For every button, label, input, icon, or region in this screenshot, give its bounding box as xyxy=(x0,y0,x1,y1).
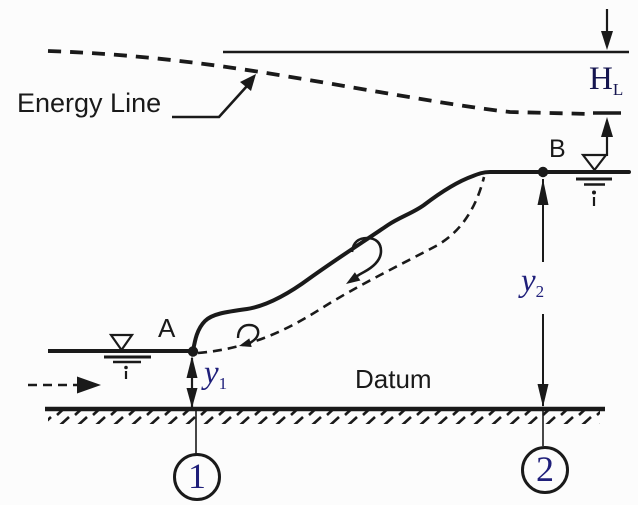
dimension-arrow-y1 xyxy=(186,356,198,408)
head-loss-arrow-bottom xyxy=(601,117,613,156)
point-a-label: A xyxy=(158,313,176,343)
head-loss-arrow-top xyxy=(601,9,613,50)
depth-y2-base: y xyxy=(521,263,536,299)
energy-line-pointer-arrow xyxy=(172,74,256,119)
roller-arrow-small xyxy=(236,323,260,347)
jump-surface-profile xyxy=(191,170,631,353)
depth-y1-label: y1 xyxy=(204,355,228,393)
water-surface-marker-downstream xyxy=(576,153,612,206)
depth-y2-subscript: 2 xyxy=(535,282,545,301)
head-loss-base: H xyxy=(589,61,613,97)
dimension-arrow-y2 xyxy=(537,179,549,407)
energy-line-dashed xyxy=(47,49,592,116)
point-a-dot xyxy=(187,346,199,357)
head-loss-label: HL xyxy=(589,61,624,99)
flow-direction-arrow xyxy=(28,376,101,394)
datum-hatching xyxy=(48,411,600,424)
depth-y2-label: y2 xyxy=(521,263,545,301)
head-loss-subscript: L xyxy=(612,80,624,99)
energy-line-label: Energy Line xyxy=(17,88,162,118)
station-circle-1 xyxy=(173,411,221,501)
depth-y1-subscript: 1 xyxy=(218,374,228,393)
point-b-label: B xyxy=(549,135,566,163)
depth-y1-base: y xyxy=(204,355,219,391)
roller-arrow-large xyxy=(346,236,383,284)
datum-line xyxy=(45,406,605,424)
station-circle-2 xyxy=(521,411,569,494)
station-1-number: 1 xyxy=(188,456,206,496)
jump-dashed-profile xyxy=(197,176,486,355)
water-surface-marker-upstream xyxy=(104,333,151,379)
station-2-number: 2 xyxy=(536,449,554,489)
datum-label: Datum xyxy=(355,364,432,394)
point-b-dot xyxy=(537,166,549,178)
